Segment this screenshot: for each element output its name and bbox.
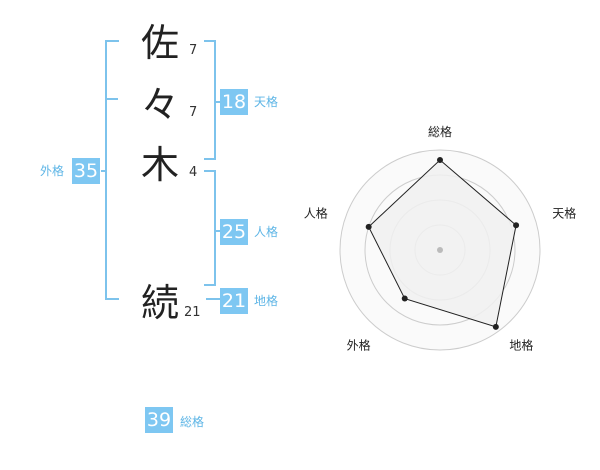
tenkaku-value: 18 [220,89,248,115]
radar-center [437,247,443,253]
radar-label-1: 総格 [428,124,452,139]
gaikaku-value: 35 [72,158,100,184]
jinkaku-bracket-arm [214,230,220,232]
radar-label-3: 地格 [509,337,533,352]
tenkaku-bracket [204,40,216,160]
stroke-count-2: 7 [189,105,198,120]
gaikaku-bracket-arm [101,170,107,172]
radar-point-2 [513,222,520,229]
stroke-count-3: 4 [189,165,198,180]
gaikaku-bracket-tick [106,98,118,100]
radar-polygon [368,159,517,328]
chikaku-bracket-arm [206,298,220,300]
stroke-count-1: 7 [189,43,198,58]
radar-label-5: 人格 [304,206,328,221]
tenkaku-bracket-arm [214,101,220,103]
tenkaku-label: 天格 [254,95,279,109]
chikaku-label: 地格 [254,294,279,308]
soukaku-label: 総格 [180,415,205,429]
gaikaku-bracket [105,40,119,300]
stroke-count-4: 21 [184,305,201,320]
radar-point-5 [365,223,372,230]
gaikaku-label: 外格 [40,164,65,178]
radar-point-3 [492,323,499,330]
name-char-1: 佐 [140,21,179,65]
jinkaku-bracket [204,170,216,286]
name-char-3: 木 [140,143,179,187]
radar-point-4 [401,295,408,302]
radar-label-4: 外格 [347,337,371,352]
jinkaku-value: 25 [220,219,248,245]
name-char-4: 続 [140,281,179,325]
soukaku-value: 39 [145,407,173,433]
chikaku-value: 21 [220,288,248,314]
name-char-2: 々 [140,83,179,127]
radar-point-1 [437,157,443,163]
jinkaku-label: 人格 [254,225,279,239]
radar-label-2: 天格 [552,206,576,221]
